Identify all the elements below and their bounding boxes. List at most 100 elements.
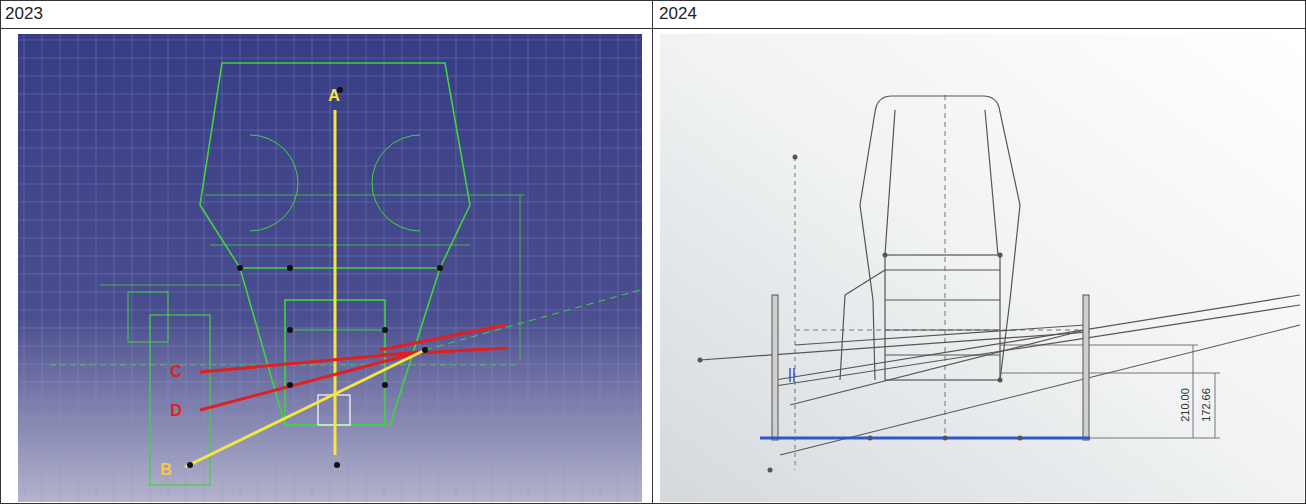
reference-line <box>795 330 1085 331</box>
sketch-points <box>698 155 1023 473</box>
frame-member <box>885 299 1000 300</box>
suspension-line <box>700 332 1090 360</box>
grid-line <box>528 34 529 502</box>
dimension-line <box>210 245 470 246</box>
grid-line <box>18 220 642 221</box>
grid-line <box>18 436 642 437</box>
grid-line <box>18 346 642 347</box>
dimension-line <box>1215 373 1216 438</box>
grid-line <box>168 34 169 502</box>
extension-line <box>1000 345 1198 346</box>
line-d <box>200 352 420 410</box>
grid-line <box>18 256 642 257</box>
grid-line <box>600 34 601 502</box>
sketch-mark <box>790 368 794 382</box>
grid-line <box>456 34 457 502</box>
dimension-line <box>205 195 525 196</box>
grid-line <box>222 34 223 502</box>
grid-line <box>636 34 637 502</box>
grid-line <box>18 382 642 383</box>
grid-line <box>18 310 642 311</box>
frame-member <box>240 267 440 269</box>
grid-line <box>18 58 642 59</box>
dimension-value: 210.00 <box>1179 388 1191 422</box>
grid-line <box>618 34 619 502</box>
frame-sketch <box>700 95 1300 470</box>
grid-line <box>564 34 565 502</box>
centerline-a <box>334 110 337 455</box>
callout-letter: A <box>328 87 340 105</box>
line-red <box>380 348 508 355</box>
suspension-line <box>790 330 1085 405</box>
extension-line <box>1000 373 1220 374</box>
ground-line <box>760 437 1090 440</box>
suspension-line <box>795 325 1085 345</box>
grid-line <box>492 34 493 502</box>
dimension-line <box>520 195 521 360</box>
wheel-post <box>772 295 778 440</box>
grid-line <box>510 34 511 502</box>
grid-line <box>18 490 642 491</box>
grid-line <box>18 418 642 419</box>
grid-line <box>60 34 61 502</box>
reference-line <box>795 157 796 470</box>
grid-line <box>582 34 583 502</box>
grid-line <box>18 400 642 401</box>
column-header: 2023 <box>5 5 43 24</box>
extension-line <box>1090 438 1220 439</box>
grid-line <box>18 472 642 473</box>
frame-member <box>885 110 895 255</box>
line-red <box>380 325 505 350</box>
grid-line <box>204 34 205 502</box>
dimension-box <box>128 292 168 342</box>
clearance-arc <box>372 135 420 231</box>
frame-member <box>885 269 1000 270</box>
frame-sketch <box>50 63 640 485</box>
grid-line <box>42 34 43 502</box>
grid-line <box>18 202 642 203</box>
dimension-value: 172.66 <box>1200 388 1212 422</box>
frame-member <box>845 270 885 295</box>
grid-line <box>18 166 642 167</box>
grid-line <box>114 34 115 502</box>
wheel-post <box>1083 295 1089 440</box>
frame-member <box>840 295 845 380</box>
frame-box <box>885 255 1000 380</box>
line-b <box>185 350 425 467</box>
grid-line <box>18 40 642 41</box>
grid-line <box>18 328 642 329</box>
dimension-line <box>1193 345 1194 438</box>
frame-member <box>985 110 998 255</box>
extension-line <box>425 290 640 350</box>
grid-line <box>18 112 642 113</box>
grid-line <box>96 34 97 502</box>
centerline <box>945 95 946 440</box>
grid-line <box>18 130 642 131</box>
grid-line <box>24 34 25 502</box>
grid-line <box>132 34 133 502</box>
suspension-line <box>780 325 1300 455</box>
callout-letter: C <box>170 363 182 381</box>
column-rule <box>652 0 653 504</box>
suspension-line <box>775 295 1300 380</box>
cad-grid <box>18 34 642 502</box>
cad-background <box>660 34 1304 502</box>
clearance-arc <box>250 135 298 231</box>
grid-line <box>18 238 642 239</box>
grid-line <box>474 34 475 502</box>
callout-letter: B <box>160 461 172 479</box>
suspension-line <box>775 305 1300 386</box>
cad-background <box>18 34 642 502</box>
column-header: 2024 <box>659 5 697 24</box>
grid-line <box>546 34 547 502</box>
sketch-points <box>187 87 443 468</box>
grid-line <box>18 148 642 149</box>
grid-line <box>186 34 187 502</box>
callout-letter: D <box>170 402 182 420</box>
grid-line <box>18 292 642 293</box>
grid-line <box>18 454 642 455</box>
